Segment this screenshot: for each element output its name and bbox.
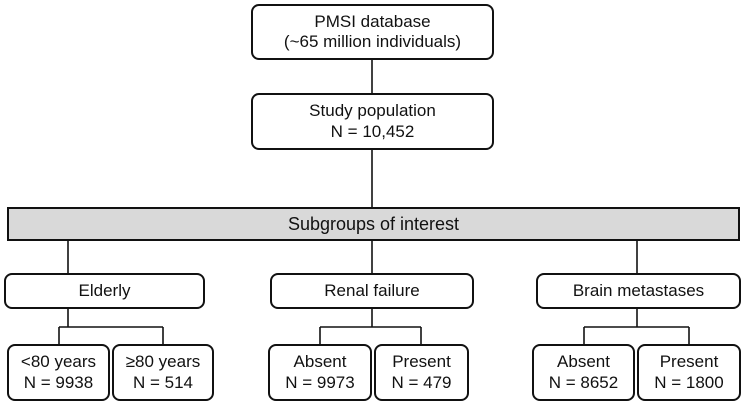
database-title: PMSI database <box>314 11 431 31</box>
subgroup-box-elderly-80plus: ≥80 years N = 514 <box>112 344 214 401</box>
subgroup-label: Absent <box>293 352 347 372</box>
population-count: N = 10,452 <box>330 121 415 141</box>
group-label-renal-failure: Renal failure <box>324 280 420 300</box>
subgroup-box-brain-present: Present N = 1800 <box>637 344 741 401</box>
subgroup-count: N = 9973 <box>285 372 355 392</box>
subgroup-box-renal-present: Present N = 479 <box>374 344 469 401</box>
subgroup-label: Present <box>659 352 719 372</box>
population-title: Study population <box>309 101 436 121</box>
subgroup-box-brain-absent: Absent N = 8652 <box>532 344 635 401</box>
database-box: PMSI database (~65 million individuals) <box>251 4 494 60</box>
subgroup-box-renal-absent: Absent N = 9973 <box>268 344 372 401</box>
subgroup-count: N = 9938 <box>23 372 94 392</box>
group-label-brain-metastases: Brain metastases <box>572 280 705 300</box>
database-count: (~65 million individuals) <box>283 32 462 51</box>
subgroup-count: N = 514 <box>132 372 193 392</box>
group-label-elderly: Elderly <box>78 280 131 300</box>
subgroup-box-elderly-under80: <80 years N = 9938 <box>7 344 110 401</box>
group-box-renal-failure: Renal failure <box>270 273 474 309</box>
population-box: Study population N = 10,452 <box>251 93 494 150</box>
subgroup-label: ≥80 years <box>125 352 201 372</box>
subgroup-label: <80 years <box>20 352 97 372</box>
subgroups-label: Subgroups of interest <box>287 213 460 234</box>
subgroups-band: Subgroups of interest <box>7 207 740 241</box>
subgroup-label: Present <box>392 352 451 372</box>
group-box-elderly: Elderly <box>4 273 205 309</box>
subgroup-count: N = 8652 <box>548 372 619 392</box>
subgroup-count: N = 479 <box>391 372 452 392</box>
subgroup-count: N = 1800 <box>654 372 724 392</box>
subgroup-label: Absent <box>557 352 610 372</box>
group-box-brain-metastases: Brain metastases <box>536 273 741 309</box>
